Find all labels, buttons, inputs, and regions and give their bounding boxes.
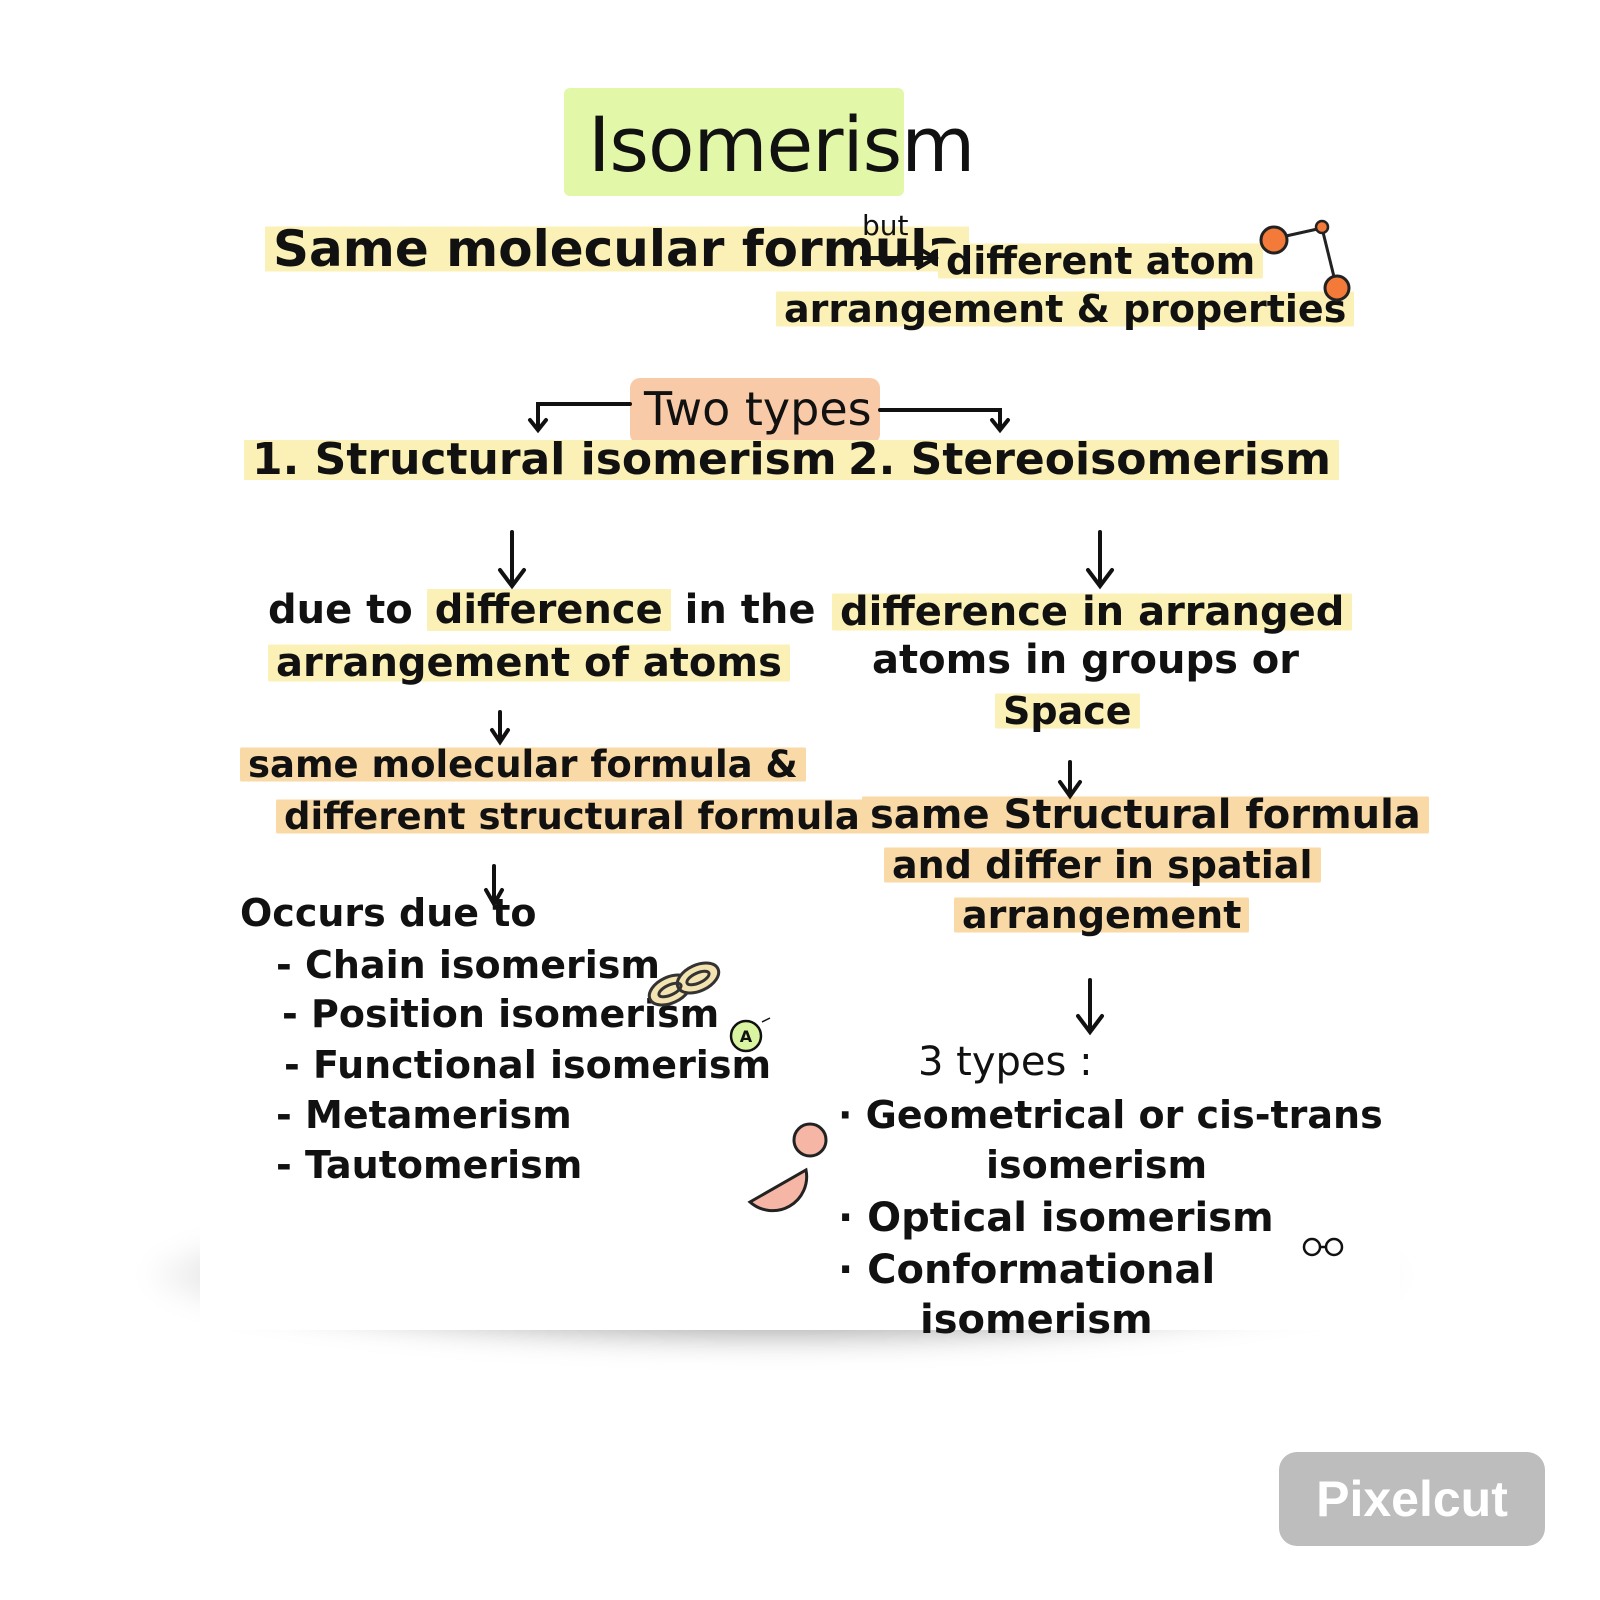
- structural-desc-part-c: in the: [670, 587, 816, 633]
- stereo-count-label: 3 types :: [918, 1039, 1093, 1085]
- optical-circles-icon: [1302, 1237, 1344, 1257]
- definition-right-line1: different atom: [938, 240, 1264, 282]
- structural-formula-line1: same molecular formula &: [240, 744, 806, 785]
- stereo-desc-line3: Space: [995, 690, 1140, 732]
- branch-label: Two types: [644, 382, 872, 436]
- position-badge-icon: A: [729, 1017, 771, 1053]
- stereo-arrow-3: [1076, 978, 1104, 1036]
- structural-type-metamerism: - Metamerism: [276, 1093, 572, 1137]
- branch-arrow-right: [878, 408, 1010, 434]
- stereo-type-geometrical-cont: isomerism: [986, 1143, 1208, 1187]
- branch-label-highlight: [630, 378, 880, 444]
- definition-connector: but: [862, 209, 909, 242]
- branch-arrow-left: [528, 402, 632, 434]
- structural-type-functional: - Functional isomerism: [284, 1043, 772, 1087]
- badge-letter: A: [740, 1027, 753, 1046]
- stereo-formula-line1: same Structural formula: [862, 793, 1429, 837]
- structural-occurs-label: Occurs due to: [240, 891, 537, 935]
- structural-type-chain: - Chain isomerism: [276, 943, 660, 987]
- structural-desc-part-b: difference: [426, 585, 671, 635]
- chain-link-icon: [647, 961, 721, 1007]
- structural-desc-line2: arrangement of atoms: [268, 641, 790, 685]
- stereo-arrow-1: [1086, 530, 1114, 590]
- structural-arrow-3: [484, 864, 504, 909]
- structural-type-tautomerism: - Tautomerism: [276, 1143, 583, 1187]
- definition-arrow: [860, 246, 939, 270]
- stereo-formula-line3: arrangement: [954, 894, 1250, 936]
- structural-formula-line2: different structural formula: [276, 796, 868, 837]
- structural-heading: 1. Structural isomerism: [244, 436, 845, 484]
- definition-right-line2: arrangement & properties: [776, 288, 1355, 330]
- page-title: Isomerism: [588, 100, 975, 189]
- title-highlight: [564, 88, 904, 196]
- structural-desc-line1: due to difference in the: [268, 585, 816, 635]
- structural-arrow-2: [490, 710, 510, 746]
- pink-circle-icon: [792, 1122, 828, 1158]
- stereo-type-optical: · Optical isomerism: [838, 1195, 1274, 1241]
- stereo-heading: 2. Stereoisomerism: [840, 436, 1339, 484]
- definition-left: Same molecular formula: [265, 222, 970, 276]
- stereo-formula-line2: and differ in spatial: [884, 844, 1321, 886]
- stereo-type-conformational: · Conformational: [838, 1247, 1216, 1293]
- stereo-type-conformational-cont: isomerism: [920, 1297, 1153, 1343]
- stereo-desc-line1: difference in arranged: [832, 590, 1353, 634]
- structural-desc-part-a: due to: [268, 587, 427, 633]
- pink-semicircle-icon: [747, 1167, 809, 1213]
- stereo-arrow-2: [1058, 760, 1082, 800]
- stereo-type-geometrical: · Geometrical or cis-trans: [838, 1093, 1383, 1137]
- molecule-icon: [1259, 219, 1351, 302]
- pixelcut-watermark: Pixelcut: [1279, 1452, 1545, 1546]
- structural-arrow-1: [498, 530, 526, 590]
- structural-type-position: - Position isomerism: [282, 992, 720, 1036]
- stereo-desc-line2: atoms in groups or: [872, 637, 1300, 683]
